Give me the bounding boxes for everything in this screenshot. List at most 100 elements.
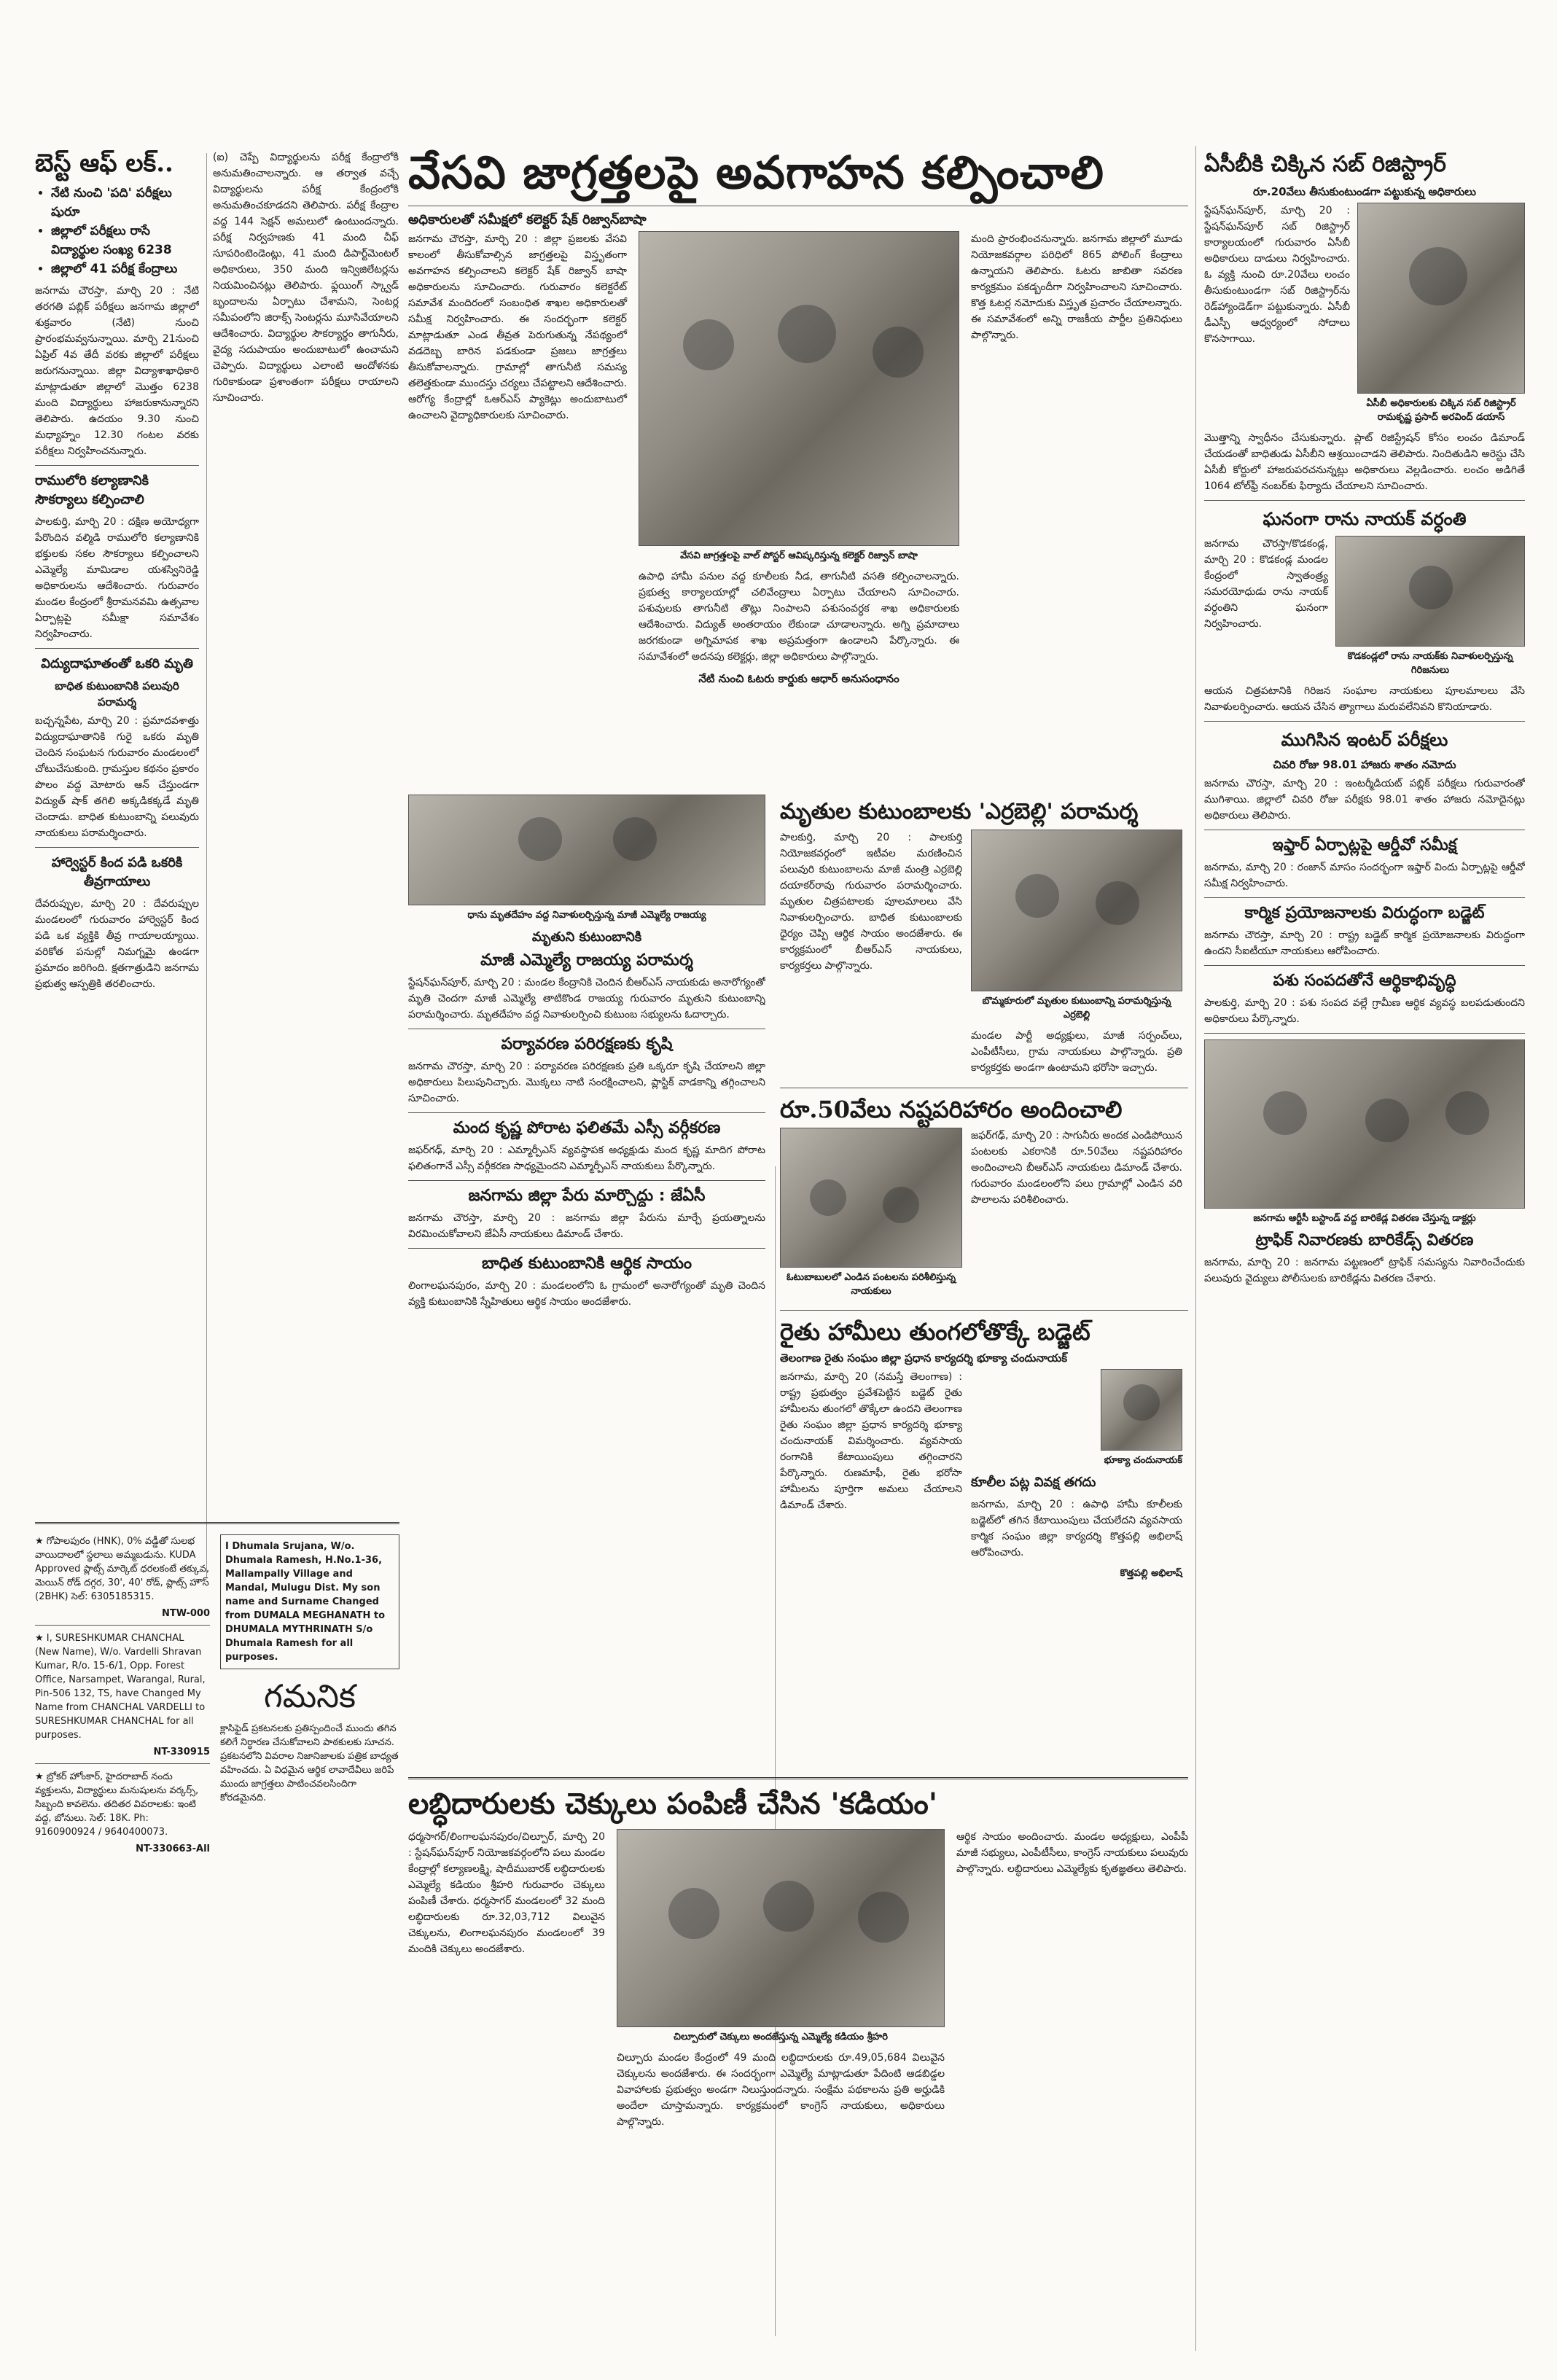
- article-body: జనగామ, మార్చి 20 : రంజాన్ మాసం సందర్భంగా…: [1204, 862, 1525, 889]
- article-body: జనగామ, మార్చి 20 (నమస్తే తెలంగాణ) : రాష్…: [780, 1371, 962, 1511]
- article-headline: మృతుల కుటుంబాలకు 'ఎర్రబెల్లి' పరామర్శ: [780, 799, 1139, 824]
- ad-code: NTW-000: [161, 1608, 210, 1619]
- article-body: దేవరుప్పుల, మార్చి 20 : దేవరుప్పుల మండలం…: [35, 898, 199, 990]
- photo-caption: భూక్యా చందునాయక్: [1104, 1455, 1182, 1466]
- divider: [35, 648, 199, 649]
- article-headline: ముగిసిన ఇంటర్ పరీక్షలు: [1281, 729, 1448, 750]
- article-headline: ఏసీబీకి చిక్కిన సబ్ రిజిస్ట్రార్: [1204, 152, 1446, 177]
- article-body: పాలకుర్తి, మార్చి 20 : దక్షిణ అయోధ్యగా ప…: [35, 516, 199, 640]
- divider: [1204, 500, 1525, 501]
- classifieds-section: ★ గోపాలపురం (HNK), 0% వడ్డీతో సులభ వాయిద…: [35, 1516, 399, 2085]
- column-rule: [775, 1166, 776, 2336]
- bottom-story: లబ్ధిదారులకు చెక్కులు పంపిణీ చేసిన 'కడియ…: [408, 1771, 1188, 2354]
- acb-photo: [1357, 203, 1525, 394]
- photo-caption: ఓటుబాబులలో ఎండిన పంటలను పరిశీలిస్తున్న న…: [787, 1272, 956, 1297]
- column-rule: [206, 153, 207, 1578]
- article-headline: జనగామ జిల్లా పేరు మార్చొద్దు : జేఏసీ: [468, 1187, 706, 1205]
- classified-ad: ★ గోపాలపురం (HNK), 0% వడ్డీతో సులభ వాయిద…: [35, 1536, 210, 1602]
- photo-caption: కొత్తపల్లి అభిలాష్: [1120, 1568, 1182, 1579]
- article-headline: రైతు హామీలు తుంగలోతొక్కే బడ్జెట్: [780, 1318, 1090, 1346]
- portrait-photo: [1101, 1369, 1182, 1451]
- article-kicker: నేటి నుంచి ఓటరు కార్డుకు ఆధార్ అనుసంధానం: [698, 672, 900, 685]
- middle-left-stories: ధాను మృతదేహం వద్ద నివాళులర్పిస్తున్న మాజ…: [408, 795, 765, 1757]
- photo-caption: ఏసీబీ అధికారులకు చిక్కిన సబ్ రిజిస్ట్రార…: [1366, 398, 1516, 423]
- article-headline: పర్యావరణ పరిరక్షణకు కృషి: [501, 1035, 673, 1053]
- column-rule: [1195, 146, 1196, 2351]
- article-body: పాలకుర్తి, మార్చి 20 : పశు సంపద వల్లే గ్…: [1204, 997, 1525, 1025]
- article-body: మొత్తాన్ని స్వాధీనం చేసుకున్నారు. ప్లాట్…: [1204, 432, 1525, 492]
- article-body: లింగాలఘనపురం, మార్చి 20 : మండలంలోని ఓ గ్…: [408, 1280, 765, 1308]
- article-headline: మాజీ ఎమ్మెల్యే రాజయ్య పరామర్శ: [480, 951, 693, 969]
- ad-code: NT-330663-All: [136, 1843, 210, 1854]
- article-body: బచ్చన్నపేట, మార్చి 20 : ప్రమాదవశాత్తు వి…: [35, 715, 199, 839]
- article-headline: విద్యుదాఘాతంతో ఒకరి మృతి: [41, 656, 193, 671]
- divider: [1204, 721, 1525, 722]
- article-body: ఉపాధి హామీ పనుల వద్ద కూలీలకు నీడ, తాగునీ…: [639, 571, 959, 663]
- divider: [1204, 1033, 1525, 1034]
- article-body: మండల పార్టీ అధ్యక్షులు, మాజీ సర్పంచ్‌లు,…: [971, 1030, 1182, 1074]
- article-body: జనగామ, మార్చి 20 : ఉపాధి హామీ కూలీలకు బడ…: [971, 1499, 1182, 1558]
- condolence-photo: [971, 830, 1182, 991]
- article-body: జనగామ చౌరస్తా, మార్చి 20 : ఇంటర్మీడియట్ …: [1204, 778, 1525, 822]
- divider: [35, 1625, 210, 1626]
- article-body: స్టేషన్‌ఘన్‌పూర్, మార్చి 20 : స్టేషన్‌ఘన…: [1204, 205, 1350, 345]
- classified-ad: ★ I, SURESHKUMAR CHANCHAL (New Name), W/…: [35, 1633, 206, 1741]
- article-headline: కూలీల పట్ల వివక్ష తగదు: [971, 1475, 1096, 1490]
- article-body: జనగామ చౌరస్తా, మార్చి 20 : రాష్ట్ర బడ్జె…: [1204, 929, 1525, 957]
- article-headline: హార్వెస్టర్ కింద పడి ఒకరికి తీవ్రగాయాలు: [51, 855, 183, 889]
- article-body: చిల్పూరు మండల కేంద్రంలో 49 మంది లబ్ధిదార…: [617, 2052, 945, 2128]
- article-kicker: మృతుని కుటుంబానికి: [531, 929, 642, 945]
- photo-caption: జనగామ ఆర్టీసీ బస్టాండ్ వద్ద బారికేడ్ల వి…: [1253, 1213, 1476, 1224]
- article-headline: పశు సంపదతోనే ఆర్థికాభివృద్ధి: [1273, 972, 1456, 990]
- main-kicker: అధికారులతో సమీక్షలో కలెక్టర్ షేక్ రిజ్వా…: [408, 212, 647, 227]
- main-story: వేసవి జాగ్రత్తలపై అవగాహన కల్పించాలి అధిక…: [408, 146, 1188, 787]
- divider: [408, 1112, 765, 1113]
- tribute-photo: [1335, 536, 1525, 647]
- bullet-item: జిల్లాలో 41 పరీక్ష కేంద్రాలు: [51, 260, 199, 278]
- photo-caption: వేసవి జాగ్రత్తలపై వాల్ పోస్టర్ ఆవిష్కరిస…: [680, 550, 918, 561]
- cheque-distribution-photo: [617, 1829, 945, 2027]
- article-body: మంది ప్రారంభించనున్నారు. జనగామ జిల్లాలో …: [971, 233, 1182, 341]
- article-body: జనగామ చౌరస్తా, మార్చి 20 : నేటి తరగతి పబ…: [35, 285, 199, 457]
- divider: [408, 1777, 1188, 1779]
- article-headline: ఘనంగా రాను నాయక్ వర్ధంతి: [1263, 508, 1467, 529]
- article-kicker: రూ.20వేలు తీసుకుంటుండగా పట్టుకున్న అధికా…: [1253, 185, 1476, 198]
- article-body: జనగామ చౌరస్తా/కొడకండ్ల, మార్చి 20 : కొడక…: [1204, 538, 1328, 630]
- article-body: జనగామ చౌరస్తా, మార్చి 20 : జనగామ జిల్లా …: [408, 1212, 765, 1240]
- ad-code: NT-330915: [153, 1747, 210, 1757]
- article-headline: లబ్ధిదారులకు చెక్కులు పంపిణీ చేసిన 'కడియ…: [408, 1787, 938, 1821]
- article-body: జఫర్‌గఢ్, మార్చి 20 : సాగునీరు అందక ఎండి…: [971, 1130, 1182, 1206]
- article-body: ఆయన చిత్రపటానికి గిరిజన సంఘాల నాయకులు పూ…: [1204, 685, 1525, 713]
- divider: [1204, 965, 1525, 966]
- bullet-item: నేటి నుంచి 'పది' పరీక్షలు షురూ: [51, 184, 199, 222]
- article-headline: బాధిత కుటుంబానికి ఆర్థిక సాయం: [481, 1255, 692, 1273]
- photo-caption: చిల్పూరులో చెక్కులు అందజేస్తున్న ఎమ్మెల్…: [674, 2032, 888, 2042]
- column-4: ఏసీబీకి చిక్కిన సబ్ రిజిస్ట్రార్ రూ.20వే…: [1204, 146, 1525, 2362]
- classified-ad: ★ బ్రోకర్ హోంకార్, హైదరాబాద్ నందు వ్యక్త…: [35, 1771, 199, 1838]
- article-body: స్టేషన్‌ఘన్‌పూర్, మార్చి 20 : మండల కేంద్…: [408, 977, 765, 1021]
- divider: [780, 1310, 1188, 1311]
- bullet-item: జిల్లాలో పరీక్షలు రాసే విద్యార్థుల సంఖ్య…: [51, 222, 199, 260]
- article-headline: ఇఫ్తార్ ఏర్పాట్లపై ఆర్డీవో సమీక్ష: [1272, 836, 1457, 854]
- photo-caption: బొమ్మకూరులో మృతుల కుటుంబాన్ని పరామర్శిస్…: [982, 996, 1171, 1021]
- notice-title: గమనిక: [263, 1678, 356, 1715]
- photo-caption: ధాను మృతదేహం వద్ద నివాళులర్పిస్తున్న మాజ…: [467, 910, 706, 921]
- article-kicker: బాధిత కుటుంబానికి పలువురి పరామర్శ: [55, 679, 179, 709]
- divider: [35, 1763, 210, 1764]
- main-headline: వేసవి జాగ్రత్తలపై అవగాహన కల్పించాలి: [408, 146, 1104, 199]
- article-headline: రాములోరి కల్యాణానికి సౌకర్యాలు కల్పించాల…: [35, 473, 149, 507]
- barricade-photo: [1204, 1039, 1525, 1209]
- article-kicker: చివరి రోజు 98.01 హాజరు శాతం నమోదు: [1273, 758, 1456, 771]
- article-headline: రూ.50వేలు నష్టపరిహారం అందించాలి: [780, 1096, 1123, 1123]
- article-body: ఆర్థిక సాయం అందించారు. మండల అధ్యక్షులు, …: [956, 1831, 1188, 1875]
- article-headline: కార్మిక ప్రయోజనాలకు విరుద్ధంగా బడ్జెట్: [1244, 904, 1485, 922]
- article-body: జనగామ చౌరస్తా, మార్చి 20 : పర్యావరణ పరిర…: [408, 1061, 765, 1104]
- article-body: ధర్మసాగర్/లింగాలఘనపురం/చిల్పూర్, మార్చి …: [408, 1831, 605, 1955]
- article-body: జనగామ, మార్చి 20 : జనగామ పట్టణంలో ట్రాఫి…: [1204, 1257, 1525, 1284]
- divider: [408, 1180, 765, 1181]
- divider: [35, 465, 199, 466]
- column-2: (ఐ) చెప్పే విద్యార్థులను పరీక్ష కేంద్రాల…: [213, 149, 399, 769]
- crop-photo: [780, 1128, 962, 1268]
- photo-caption: కొడకండ్లలో రాను నాయక్‌కు నివాళులర్పిస్తు…: [1347, 651, 1513, 676]
- column-1: బెస్ట్ ఆఫ్ లక్.. నేటి నుంచి 'పది' పరీక్ష…: [35, 143, 199, 2359]
